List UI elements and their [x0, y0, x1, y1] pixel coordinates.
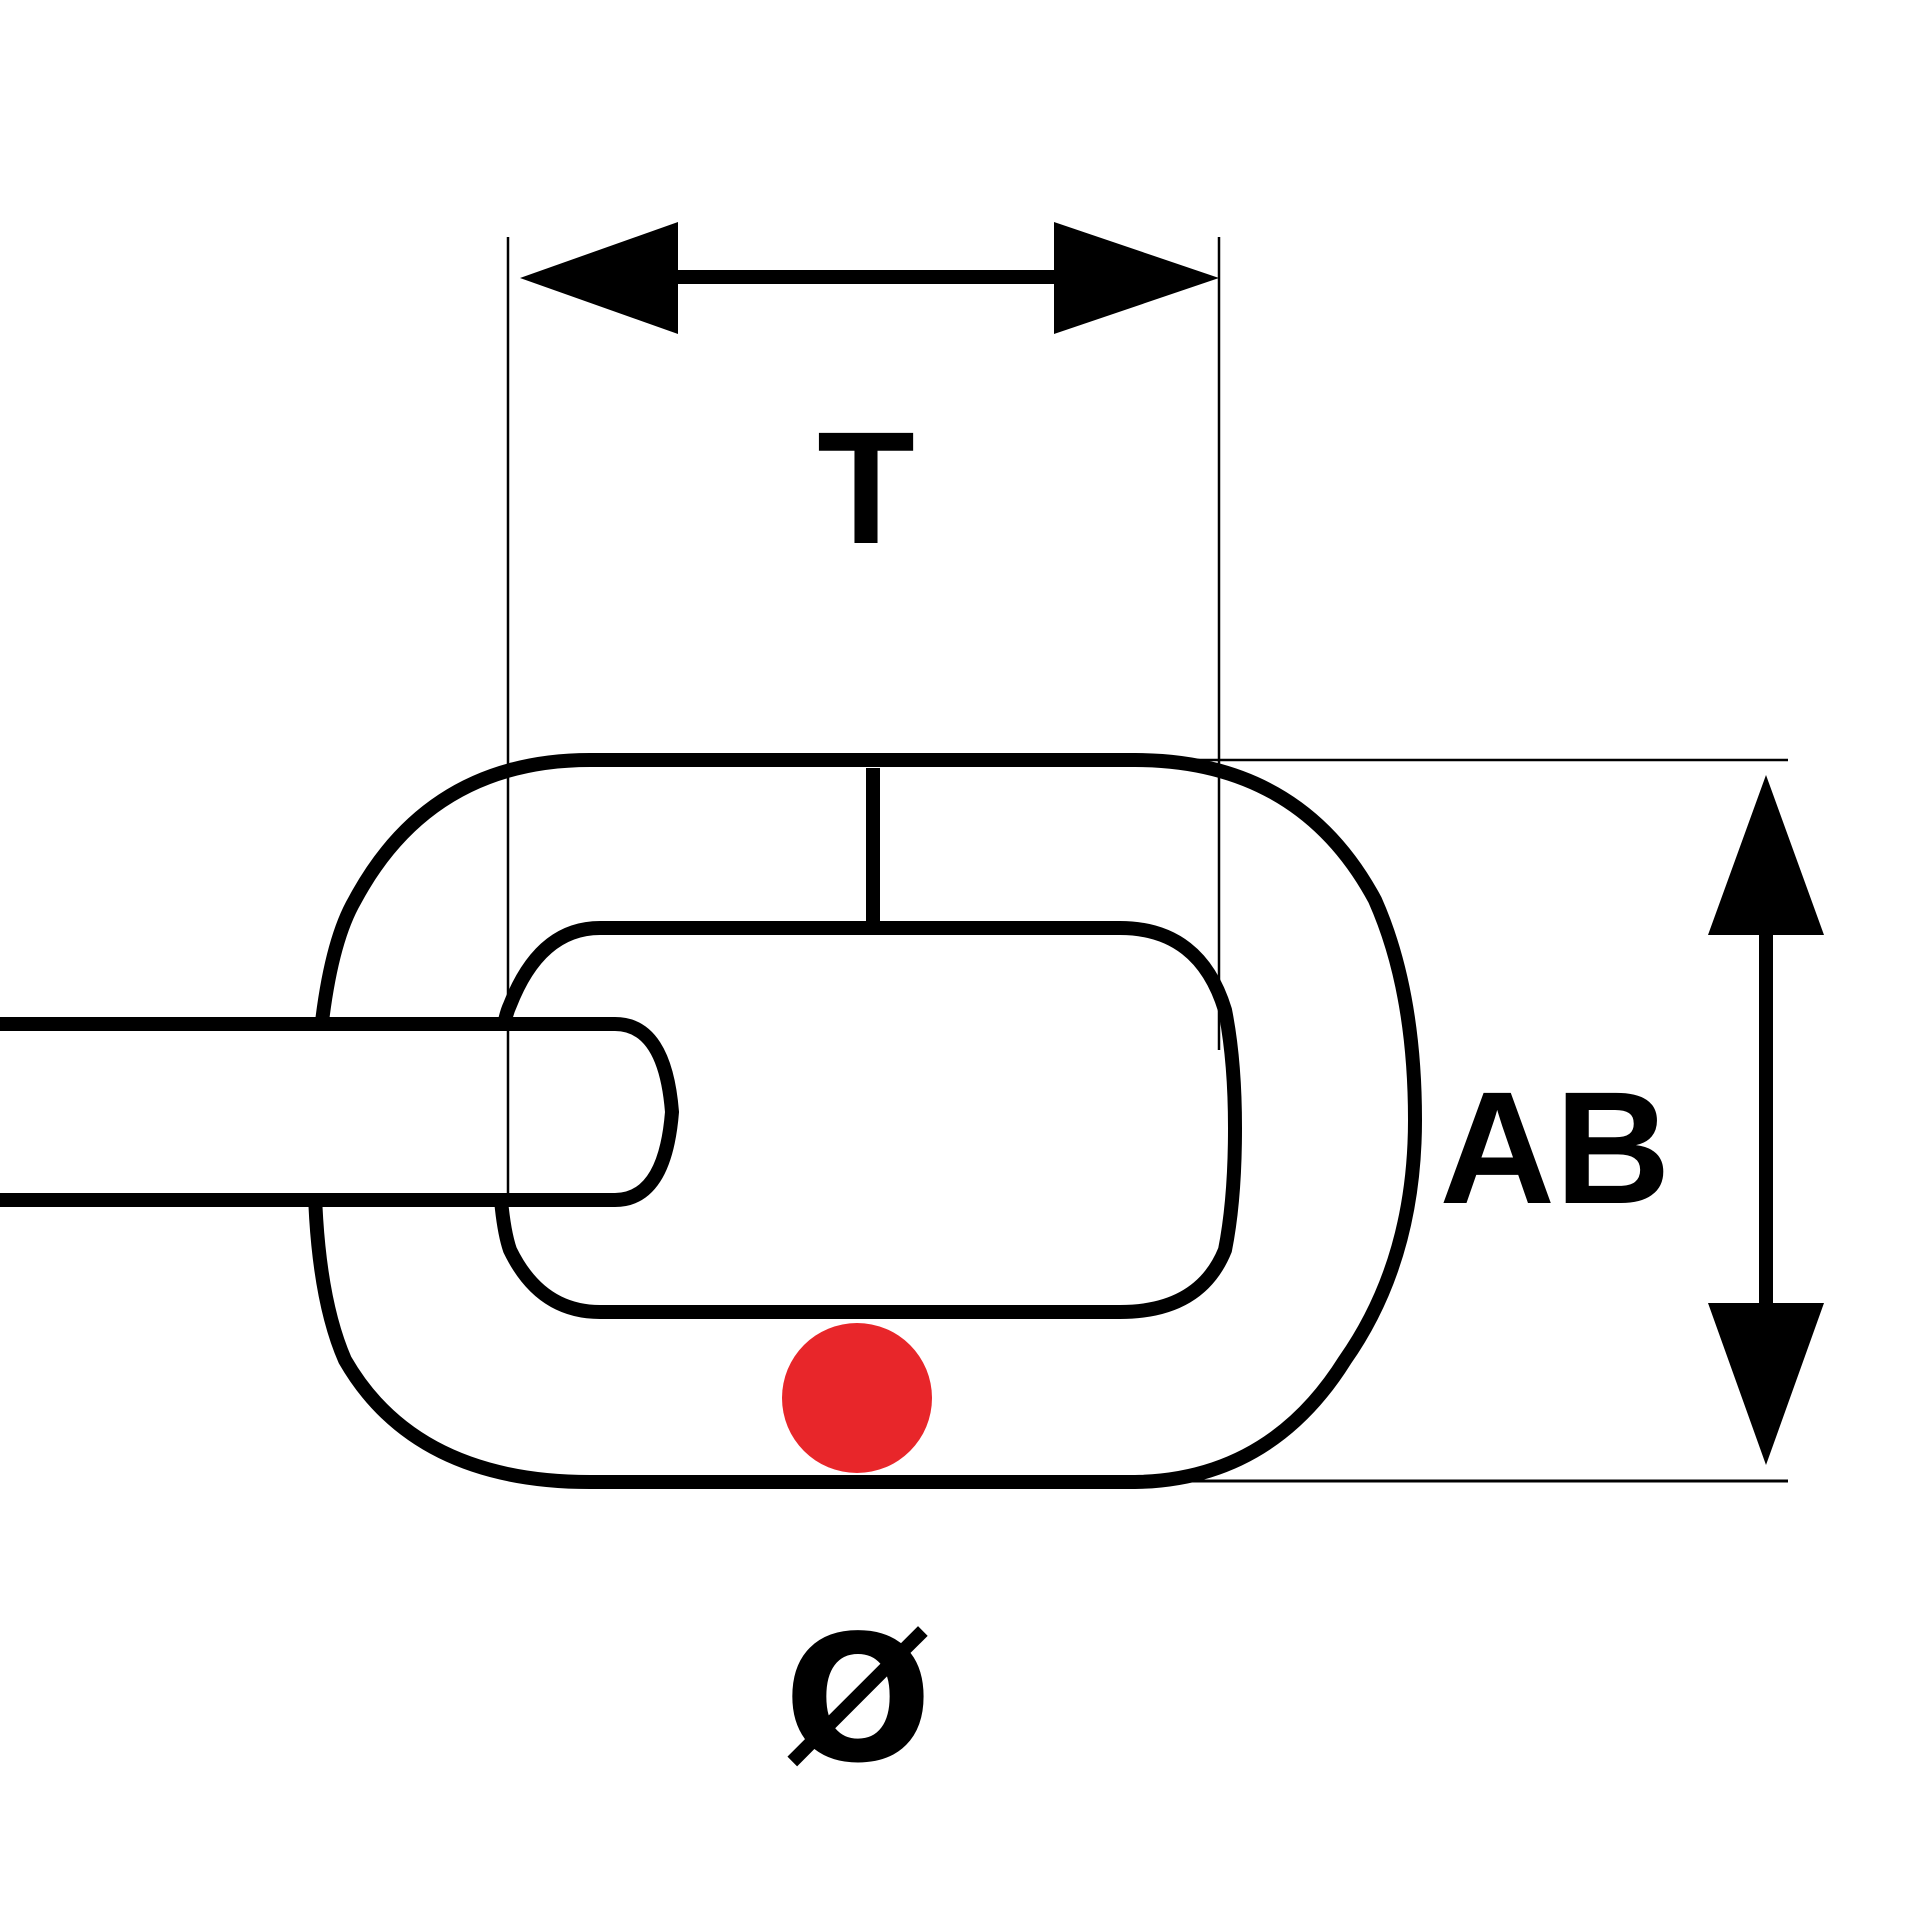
pitch-label: T: [817, 398, 915, 577]
t-arrow-right-head: [1054, 222, 1219, 334]
diameter-label: Ø: [784, 1599, 933, 1802]
width-label: AB: [1439, 1058, 1670, 1237]
adjacent-link: [0, 1024, 672, 1200]
ab-arrow-top-head: [1708, 775, 1824, 935]
wire-diameter-marker: [782, 1323, 932, 1473]
adjacent-link-end: [614, 1017, 680, 1207]
t-arrow-left-head: [520, 222, 678, 334]
ab-arrow-bottom-head: [1708, 1303, 1824, 1465]
